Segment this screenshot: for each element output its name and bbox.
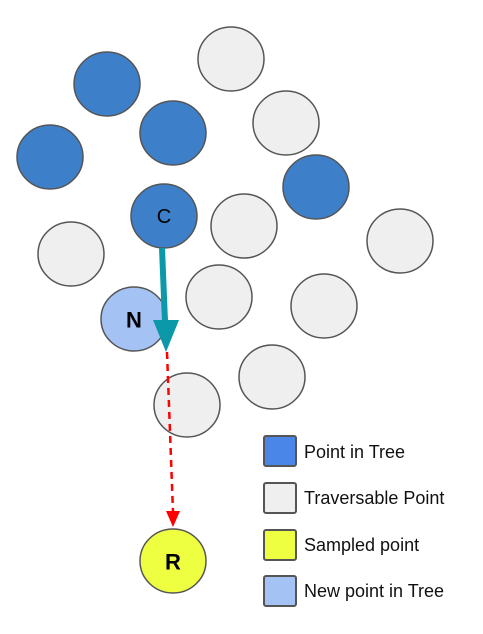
legend-swatch-tree <box>263 435 297 467</box>
sampled-point <box>139 528 207 594</box>
new-node-label: N <box>126 308 142 333</box>
traversable-point <box>197 26 265 92</box>
legend: Point in Tree Traversable Point Sampled … <box>263 435 444 607</box>
traversable-point <box>252 90 320 156</box>
traversable-point <box>210 193 278 259</box>
sample-node-label: R <box>165 550 181 575</box>
tree-point <box>139 100 207 166</box>
legend-label-tree: Point in Tree <box>304 442 405 462</box>
tree-point <box>16 124 84 190</box>
sample-direction-arrowhead <box>166 511 180 527</box>
step-arrow-line <box>159 247 168 323</box>
tree-point <box>73 51 141 117</box>
legend-swatch-sampled <box>263 529 297 561</box>
legend-swatch-traversable <box>263 482 297 514</box>
tree-point <box>282 154 350 220</box>
traversable-point <box>238 344 306 410</box>
traversable-point <box>290 273 358 339</box>
traversable-point <box>153 372 221 438</box>
traversable-point <box>37 221 105 287</box>
legend-label-new: New point in Tree <box>304 581 444 601</box>
legend-swatch-new <box>263 575 297 607</box>
current-node-label: C <box>157 206 171 228</box>
traversable-point <box>366 208 434 274</box>
step-arrowhead <box>153 320 179 352</box>
traversable-point <box>185 264 253 330</box>
legend-label-sampled: Sampled point <box>304 535 419 555</box>
sample-direction-line <box>165 351 175 513</box>
legend-label-traversable: Traversable Point <box>304 488 444 508</box>
